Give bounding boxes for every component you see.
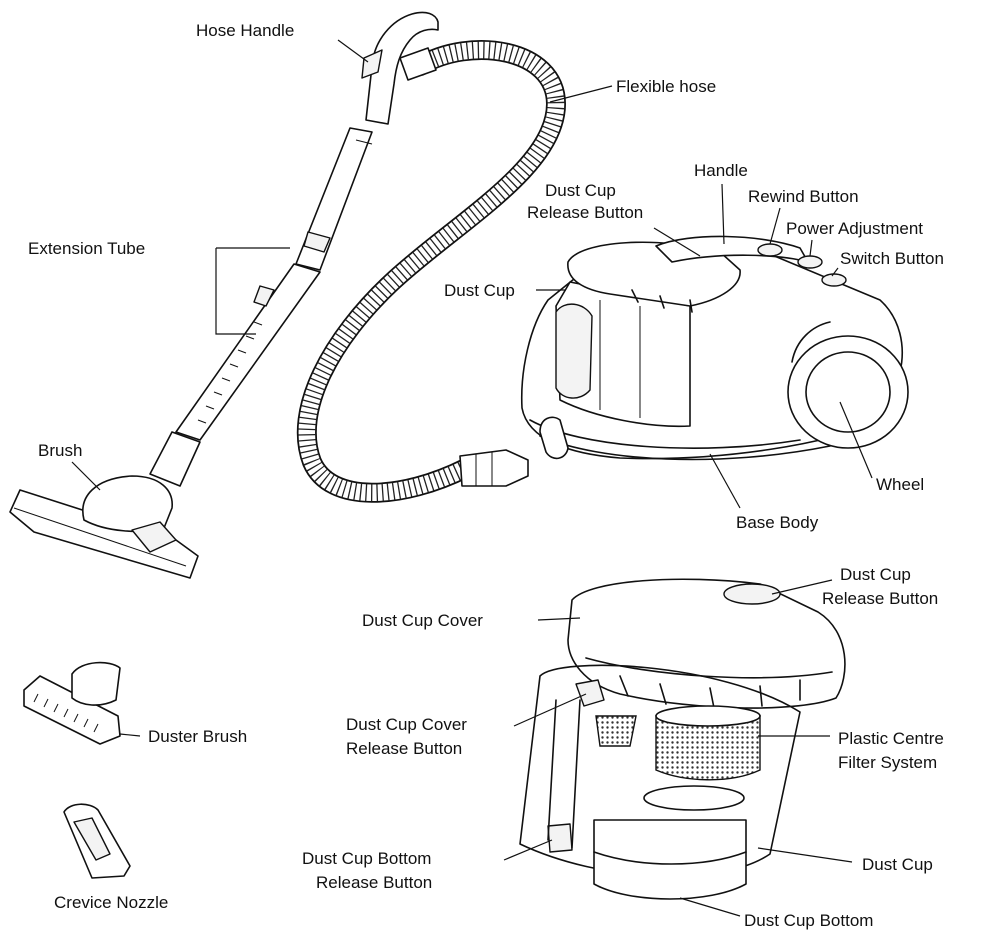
wand-tube-upper [295, 127, 373, 271]
crevice-nozzle-accessory [63, 803, 131, 879]
cover-release-button-shape [723, 583, 781, 605]
rewind-button-shape [757, 243, 783, 257]
label-crevice-nozzle: Crevice Nozzle [54, 893, 168, 912]
label-plastic-centre-2: Filter System [838, 753, 937, 772]
duster-bristles [33, 693, 99, 733]
filter-mesh [655, 715, 761, 781]
labels: Hose Handle Flexible hose Handle Dust Cu… [28, 21, 944, 930]
wand-tube-lower [175, 263, 321, 441]
dust-cup-bottom-shape [593, 819, 747, 900]
dust-cup-shell [519, 664, 801, 878]
crevice-nozzle-window [73, 817, 111, 861]
cover-release-latch [575, 679, 605, 707]
label-wheel: Wheel [876, 475, 924, 494]
telescopic-adjust-button [253, 285, 275, 307]
tube-lock-clip [303, 231, 331, 253]
label-extension-tube: Extension Tube [28, 239, 145, 258]
label-switch-button: Switch Button [840, 249, 944, 268]
wand-assembly [149, 11, 439, 487]
label-dust-cup-bottom-release-2: Release Button [316, 873, 432, 892]
label-dust-cup-release-top-2: Release Button [527, 203, 643, 222]
flexible-hose [296, 40, 567, 503]
label-handle: Handle [694, 161, 748, 180]
label-dust-cup-lower: Dust Cup [862, 855, 933, 874]
label-dust-cup-cover-release-1: Dust Cup Cover [346, 715, 467, 734]
label-brush: Brush [38, 441, 82, 460]
label-duster-brush: Duster Brush [148, 727, 247, 746]
power-adjustment-shape [797, 255, 823, 269]
dust-cup-cover-shape [567, 578, 846, 709]
wand-neck [149, 431, 201, 487]
label-dust-cup-release-top-1: Dust Cup [545, 181, 616, 200]
label-power-adjustment: Power Adjustment [786, 219, 923, 238]
label-dust-cup-cover-release-2: Release Button [346, 739, 462, 758]
floor-brush-base [9, 489, 199, 579]
floor-brush-pedal [131, 521, 177, 553]
hose-connector [459, 449, 529, 487]
label-flexible-hose: Flexible hose [616, 77, 716, 96]
filter-mesh-rim [655, 705, 761, 727]
dust-cup-side-grip [555, 303, 593, 399]
inlet-port [539, 416, 569, 460]
label-plastic-centre-1: Plastic Centre [838, 729, 944, 748]
wheel-hub [805, 351, 891, 433]
hose-handle-grip [365, 11, 439, 125]
bottom-release-latch [547, 823, 573, 853]
canister-base-body [520, 235, 909, 461]
inner-dust-cup-ring [643, 785, 745, 811]
hose-cuff [399, 47, 437, 81]
duster-brush-accessory [23, 661, 121, 745]
switch-button-shape [821, 273, 847, 287]
label-dust-cup-top: Dust Cup [444, 281, 515, 300]
leader-lines [71, 39, 873, 917]
label-rewind-button: Rewind Button [748, 187, 859, 206]
label-dust-cup-release-bottom-1: Dust Cup [840, 565, 911, 584]
exploded-dust-cup [519, 578, 846, 900]
label-dust-cup-cover: Dust Cup Cover [362, 611, 483, 630]
label-base-body: Base Body [736, 513, 819, 532]
label-dust-cup-bottom-release-1: Dust Cup Bottom [302, 849, 431, 868]
floor-brush [9, 475, 199, 579]
label-dust-cup-release-bottom-2: Release Button [822, 589, 938, 608]
wand-ribs [197, 321, 263, 424]
label-hose-handle: Hose Handle [196, 21, 294, 40]
inner-cone-mesh [595, 715, 637, 747]
floor-brush-hood [82, 475, 173, 533]
hose-handle-slider [361, 49, 383, 79]
duster-brush-neck [71, 661, 121, 706]
label-dust-cup-bottom: Dust Cup Bottom [744, 911, 873, 930]
